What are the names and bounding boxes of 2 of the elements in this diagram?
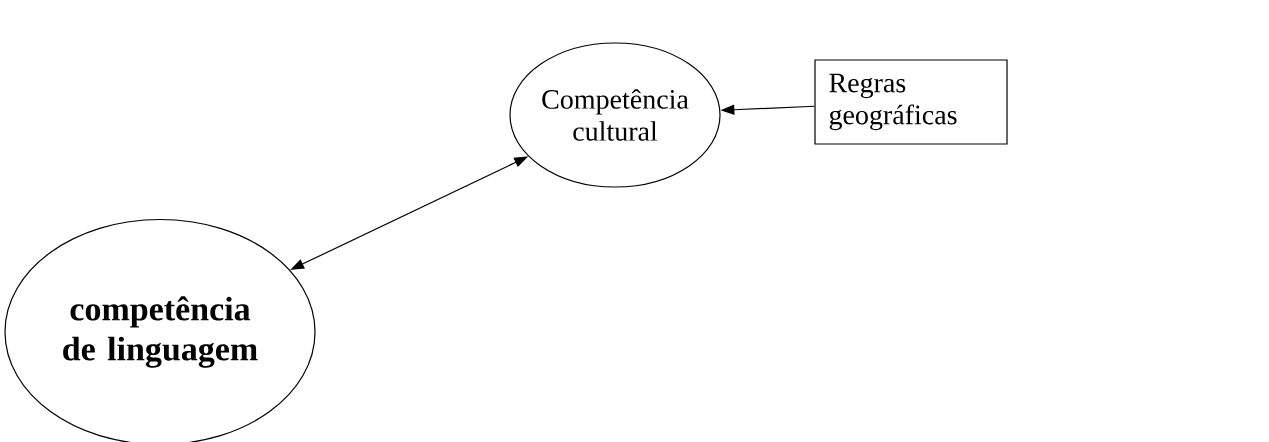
text-box: Regras geográficas <box>814 59 1008 145</box>
ellipse-node: Competência cultural <box>509 42 721 188</box>
